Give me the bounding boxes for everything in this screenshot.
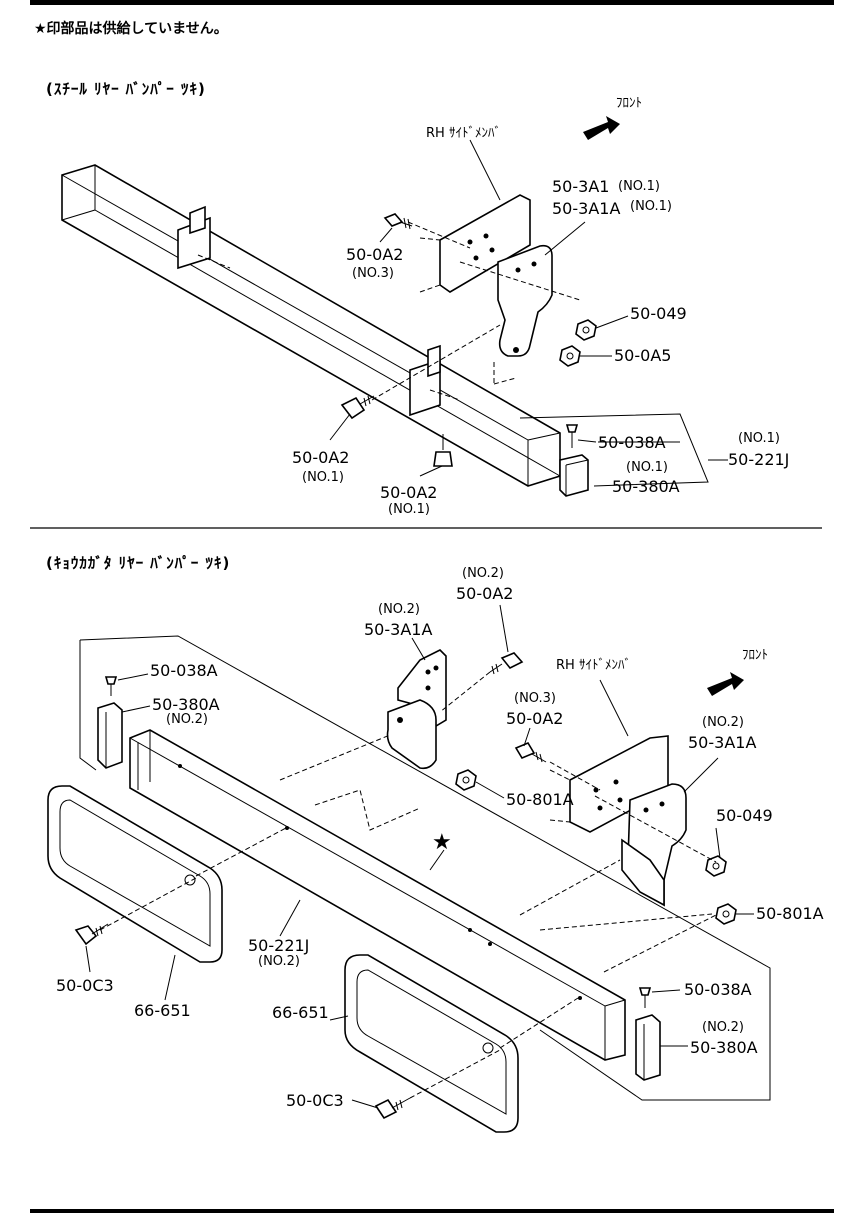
cap-380a [559, 454, 589, 497]
pin-038a-right [638, 987, 652, 1008]
label-50-221j: 50-221J [728, 450, 790, 469]
label-50-380a-sub: (NO.1) [626, 460, 668, 475]
plate-66-651-right [344, 954, 519, 1133]
label-50-0a2-no1-b: 50-0A2 [380, 483, 438, 502]
bracket-3a1 [497, 244, 553, 357]
label-s2-0a2-top-sub: (NO.2) [462, 566, 504, 581]
label-50-3a1-sub: (NO.1) [618, 179, 660, 194]
cap-380a-right [635, 1014, 661, 1081]
label-s2-651-right: 66-651 [272, 1003, 329, 1022]
leaders-section-2 [85, 604, 754, 1109]
bolt-0a2-no3 [383, 213, 413, 230]
label-50-380a: 50-380A [612, 477, 680, 496]
label-s2-049: 50-049 [716, 806, 773, 825]
nut-0a5 [559, 345, 581, 367]
label-s2-038a-right: 50-038A [684, 980, 752, 999]
label-s2-380a-right-sub: (NO.2) [702, 1020, 744, 1035]
label-s2-380a-right: 50-380A [690, 1038, 758, 1057]
label-s2-0c3-bottom: 50-0C3 [286, 1091, 344, 1110]
member-label-2: RH ｻｲﾄﾞﾒﾝﾊﾞ [556, 658, 631, 673]
label-s2-3a1a-right: 50-3A1A [688, 733, 757, 752]
bolt-0a2-no3-s2 [514, 741, 547, 763]
header-note: ★印部品は供給していません。 [34, 21, 228, 37]
bumper-bar-reinforced [129, 729, 626, 1061]
label-50-0a5: 50-0A5 [614, 346, 672, 365]
cap-380a-left [97, 702, 123, 769]
label-s2-038a-left: 50-038A [150, 661, 218, 680]
label-s2-3a1a-right-sub: (NO.2) [702, 715, 744, 730]
bottom-rule [30, 1209, 834, 1213]
label-50-0a2-no3: 50-0A2 [346, 245, 404, 264]
label-s2-221j: 50-221J [248, 936, 310, 955]
bolt-0c3-bottom [374, 1097, 411, 1120]
label-50-3a1: 50-3A1 [552, 177, 610, 196]
label-s2-0a2-no3-sub: (NO.3) [514, 691, 556, 706]
bolt-0a2-no1-a [340, 395, 375, 420]
label-s2-651-left: 66-651 [134, 1001, 191, 1020]
label-s2-380a-left-sub: (NO.2) [166, 712, 208, 727]
nut-801a-right [715, 903, 737, 925]
bolt-0a2-top [489, 652, 524, 675]
pin-038a [565, 424, 579, 448]
rh-side-member [419, 194, 531, 293]
pin-038a-left [104, 676, 118, 696]
frame-outline-left [79, 640, 97, 771]
front-label-2: ﾌﾛﾝﾄ [742, 648, 768, 663]
section-2-title: (ｷｮｳｶｶﾞﾀ ﾘﾔｰ ﾊﾞﾝﾊﾟｰ ﾂｷ) [46, 554, 231, 572]
label-50-049: 50-049 [630, 304, 687, 323]
member-label-1: RH ｻｲﾄﾞﾒﾝﾊﾞ [426, 126, 501, 141]
leaders-section-1 [329, 139, 728, 487]
label-s2-3a1a-left-sub: (NO.2) [378, 602, 420, 617]
label-s2-3a1a-left: 50-3A1A [364, 620, 433, 639]
star-icon: ★ [432, 830, 452, 855]
bolt-0c3-left [74, 923, 109, 946]
frame-outline [79, 635, 771, 1101]
nut-049-s2 [705, 855, 727, 877]
label-50-038a: 50-038A [598, 433, 666, 452]
label-50-221j-sub: (NO.1) [738, 431, 780, 446]
label-50-0a2-no1-b-sub: (NO.1) [388, 502, 430, 517]
section-1-title: (ｽﾁｰﾙ ﾘﾔｰ ﾊﾞﾝﾊﾟｰ ﾂｷ) [46, 80, 206, 98]
bolt-0a2-no1-b [433, 434, 453, 467]
label-50-3a1a-sub: (NO.1) [630, 199, 672, 214]
label-s2-0a2-no3: 50-0A2 [506, 709, 564, 728]
label-s2-0a2-top: 50-0A2 [456, 584, 514, 603]
label-s2-0c3-left: 50-0C3 [56, 976, 114, 995]
bracket-3a1a-left [386, 649, 447, 770]
front-arrow-icon-2 [707, 672, 744, 696]
nut-049 [575, 319, 597, 341]
bracket-3a1a-right [621, 783, 687, 907]
label-50-0a2-no1-a-sub: (NO.1) [302, 470, 344, 485]
label-s2-221j-sub: (NO.2) [258, 954, 300, 969]
bumper-bar-steel [61, 164, 561, 487]
front-arrow-icon [583, 116, 620, 140]
label-s2-380a-left: 50-380A [152, 695, 220, 714]
label-50-3a1a: 50-3A1A [552, 199, 621, 218]
label-50-0a2-no3-sub: (NO.3) [352, 266, 394, 281]
top-rule [30, 0, 834, 5]
label-s2-801a-right: 50-801A [756, 904, 824, 923]
plate-66-651-left [47, 785, 223, 963]
label-50-0a2-no1-a: 50-0A2 [292, 448, 350, 467]
front-label-1: ﾌﾛﾝﾄ [616, 96, 642, 111]
label-s2-801a-left: 50-801A [506, 790, 574, 809]
nut-801a-left [455, 769, 477, 791]
